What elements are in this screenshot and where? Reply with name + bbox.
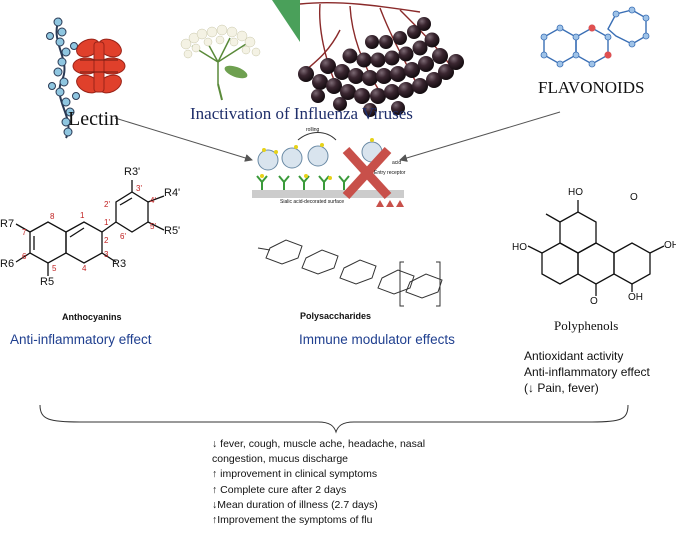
summary-bracket — [39, 404, 629, 434]
elderberry-image — [272, 0, 464, 117]
ring-number-2prime: 2' — [104, 200, 110, 209]
virus-label-rolling: rolling — [306, 127, 320, 133]
flavonoid-arrow — [399, 111, 561, 162]
outcome-line: ↓ fever, cough, muscle ache, headache, n… — [212, 438, 426, 450]
ring-number-1: 1 — [80, 211, 85, 220]
outcome-line: ↑ Complete cure after 2 days — [212, 483, 347, 496]
ring-number-2: 2 — [104, 236, 109, 245]
ring-number-4: 4 — [82, 264, 87, 273]
substituent-r6: R6 — [0, 258, 15, 270]
ring-number-8: 8 — [50, 212, 55, 221]
virus-binding-panel — [252, 132, 404, 207]
lectin-arrow — [114, 117, 253, 162]
center-title: Inactivation of Influenza Viruses — [190, 104, 413, 123]
substituent-r5: R5 — [40, 276, 55, 288]
ring-number-3prime: 3' — [136, 184, 142, 193]
ring-number-4prime: 4' — [150, 196, 156, 205]
ring-number-6: 6 — [22, 252, 27, 261]
outcome-line: congestion, mucus discharge — [212, 453, 348, 466]
ring-number-5: 5 — [52, 264, 57, 273]
clinical-outcomes-list: ↓ fever, cough, muscle ache, headache, n… — [212, 437, 425, 528]
ring-number-3: 3 — [104, 250, 109, 259]
polyphenol-effect-line: Anti-inflammatory effect — [524, 365, 650, 379]
anthocyanins-name: Anthocyanins — [62, 312, 122, 322]
anthocyanin-effect: Anti-inflammatory effect — [10, 332, 152, 347]
polysaccharide-structure — [257, 239, 443, 307]
polyphenol-effect-line: (↓ Pain, fever) — [524, 381, 599, 395]
outcome-line: ↑Improvement the symptoms of flu — [212, 514, 373, 527]
polyphenol-effects: Antioxidant activity Anti-inflammatory e… — [524, 348, 650, 396]
virus-label-surface: Sialic acid-decorated surface — [280, 199, 345, 205]
ring-number-5prime: 5' — [150, 222, 156, 231]
virus-label-acid: acid — [392, 160, 402, 166]
outcome-line: ↓Mean duration of illness (2.7 days) — [212, 498, 378, 511]
substituent-r4prime: R4' — [164, 187, 181, 199]
anthocyanin-structure — [15, 180, 165, 276]
polysaccharides-name: Polysaccharides — [300, 311, 372, 321]
o-label-1: O — [630, 192, 638, 203]
flavonoid-structure — [540, 6, 650, 68]
ho-label-2: HO — [512, 242, 527, 253]
o-label-2: O — [590, 296, 598, 307]
polyphenol-structure — [527, 200, 665, 296]
polyphenols-name: Polyphenols — [554, 318, 619, 333]
lectin-label: Lectin — [68, 108, 120, 130]
ring-number-7: 7 — [22, 228, 27, 237]
polysaccharide-effect: Immune modulator effects — [299, 332, 455, 347]
substituent-r7: R7 — [0, 218, 15, 230]
oh-label-2: OH — [628, 292, 643, 303]
virus-label-receptor: Entry receptor — [374, 170, 406, 176]
substituent-r5prime: R5' — [164, 225, 181, 237]
oh-label-1: OH — [664, 240, 676, 251]
flavonoids-label: FLAVONOIDS — [538, 78, 645, 97]
elderflower-image — [180, 24, 261, 101]
polyphenol-effect-line: Antioxidant activity — [524, 349, 624, 363]
substituent-r3: R3 — [112, 258, 127, 270]
substituent-r3prime: R3' — [124, 166, 141, 178]
outcome-line: ↑ improvement in clinical symptoms — [212, 468, 378, 481]
lectin-illustration — [46, 17, 126, 139]
ring-number-1prime: 1' — [104, 218, 110, 227]
ho-label-1: HO — [568, 187, 583, 198]
ring-number-6prime: 6' — [120, 232, 126, 241]
